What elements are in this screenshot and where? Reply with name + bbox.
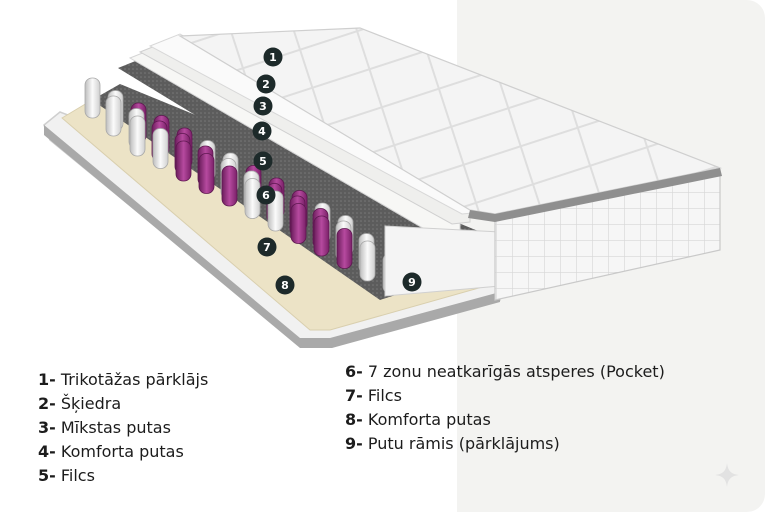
layer-marker-5: 5: [253, 151, 273, 171]
marker-circle: [256, 185, 276, 205]
layer-marker-8: 8: [275, 275, 295, 295]
top-cover-edge: [468, 168, 722, 222]
marker-number: 3: [259, 100, 267, 113]
legend-item-8: 8- Komforta putas: [345, 410, 491, 429]
marker-circle: [253, 96, 273, 116]
white-spring: [129, 115, 146, 157]
marker-number: 7: [263, 241, 271, 254]
felt-top: [118, 60, 440, 252]
marker-number: 6: [262, 189, 270, 202]
purple-spring: [290, 203, 307, 244]
legend-right: 6- 7 zonu neatkarīgās atsperes (Pocket) …: [345, 360, 665, 456]
legend-item-7: 7- Filcs: [345, 386, 402, 405]
layer-marker-9: 9: [402, 272, 422, 292]
legend-item-1: 1- Trikotāžas pārklājs: [38, 370, 209, 389]
purple-spring: [313, 215, 330, 257]
legend-item-9: 9- Putu rāmis (pārklājums): [345, 434, 560, 453]
marker-circle: [253, 151, 273, 171]
marker-number: 5: [259, 155, 267, 168]
purple-spring: [336, 228, 353, 269]
legend-item-4: 4- Komforta putas: [38, 442, 184, 461]
purple-spring: [221, 165, 238, 207]
white-spring: [105, 95, 122, 137]
foam-frame-front: [384, 225, 501, 297]
marker-number: 8: [281, 279, 289, 292]
marker-circle: [257, 237, 277, 257]
white-spring: [84, 77, 101, 119]
marker-number: 2: [262, 78, 270, 91]
white-spring: [152, 128, 169, 169]
layer-marker-4: 4: [252, 121, 272, 141]
marker-circle: [256, 74, 276, 94]
legend-item-5: 5- Filcs: [38, 466, 95, 485]
layer-markers: 1 2 3 4 5 6 7 8 9: [252, 47, 422, 295]
marker-circle: [275, 275, 295, 295]
layer-marker-2: 2: [256, 74, 276, 94]
layer-marker-6: 6: [256, 185, 276, 205]
marker-circle: [263, 47, 283, 67]
marker-number: 1: [269, 51, 277, 64]
pocket-springs: [84, 77, 399, 294]
layer-marker-7: 7: [257, 237, 277, 257]
marker-number: 4: [258, 125, 266, 138]
legend-left: 1- Trikotāžas pārklājs 2- Šķiedra 3- Mīk…: [38, 368, 208, 488]
layer-marker-3: 3: [253, 96, 273, 116]
sparkle-icon: [715, 463, 739, 487]
purple-spring: [175, 140, 192, 182]
marker-number: 9: [408, 276, 416, 289]
legend-item-3: 3- Mīkstas putas: [38, 418, 171, 437]
white-spring: [359, 240, 376, 282]
purple-spring: [198, 153, 215, 194]
marker-circle: [402, 272, 422, 292]
layer-marker-1: 1: [263, 47, 283, 67]
legend-item-6: 6- 7 zonu neatkarīgās atsperes (Pocket): [345, 362, 665, 381]
marker-circle: [252, 121, 272, 141]
legend-item-2: 2- Šķiedra: [38, 394, 122, 413]
